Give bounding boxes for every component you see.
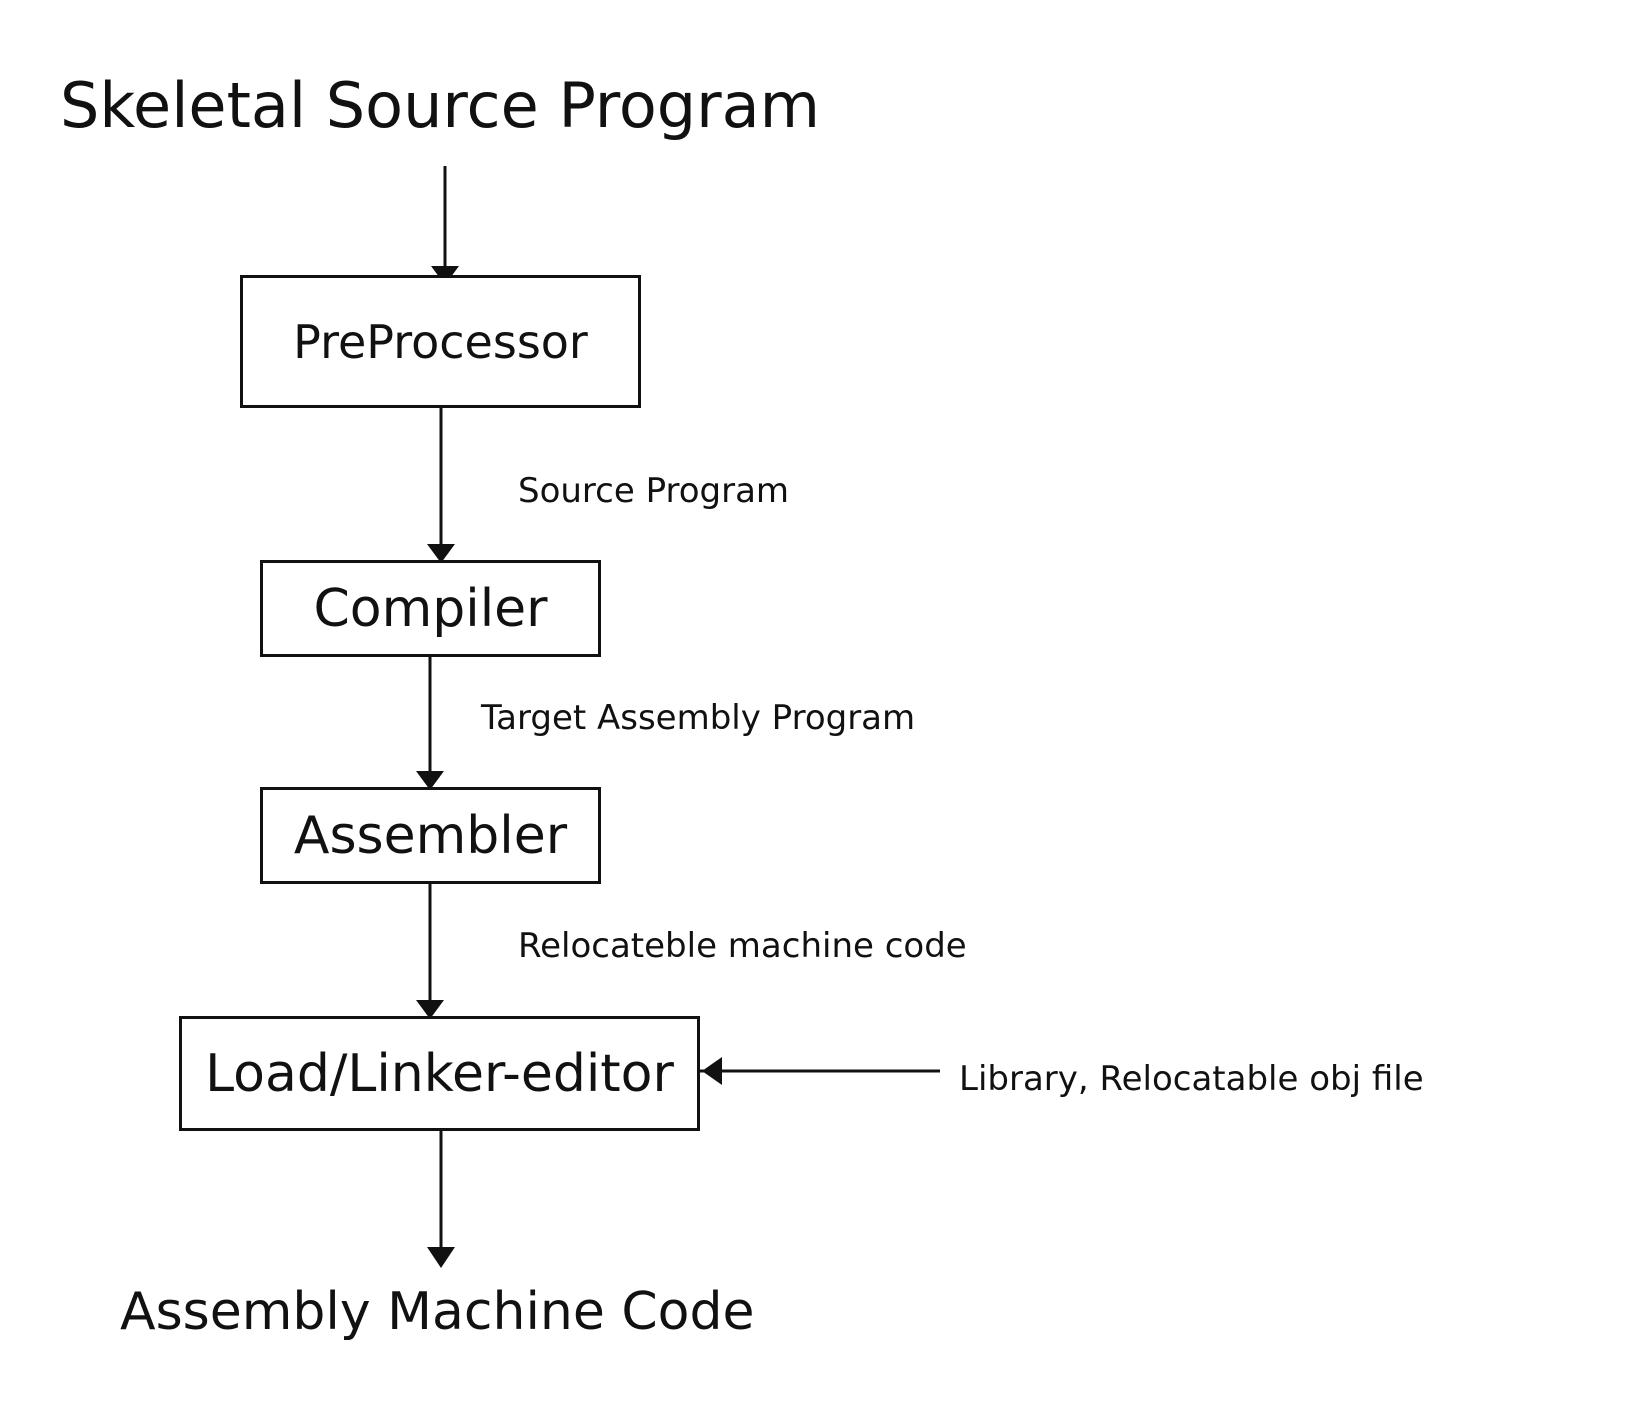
arrowhead-linker: [416, 1000, 444, 1019]
arrowhead-linker-side: [702, 1057, 722, 1085]
linker-editor-label: Load/Linker-editor: [205, 1043, 674, 1104]
source-program-label: Source Program: [518, 471, 790, 511]
compiler-box: Compiler: [260, 560, 601, 657]
preprocessor-box: PreProcessor: [240, 275, 641, 408]
compiler-label: Compiler: [313, 578, 548, 639]
relocatable-machine-code-label: Relocateble machine code: [518, 926, 967, 966]
target-assembly-program-label: Target Assembly Program: [481, 698, 916, 738]
arrowhead-compiler: [427, 544, 455, 563]
assembler-box: Assembler: [260, 787, 601, 884]
linker-editor-box: Load/Linker-editor: [179, 1016, 700, 1131]
assembler-label: Assembler: [293, 805, 568, 866]
preprocessor-label: PreProcessor: [293, 314, 588, 369]
diagram-title: Skeletal Source Program: [60, 69, 821, 142]
output-title: Assembly Machine Code: [120, 1282, 755, 1342]
arrowhead-assembler: [416, 771, 444, 790]
arrowhead-output: [427, 1247, 455, 1268]
library-relocatable-obj-label: Library, Relocatable obj file: [959, 1059, 1424, 1099]
